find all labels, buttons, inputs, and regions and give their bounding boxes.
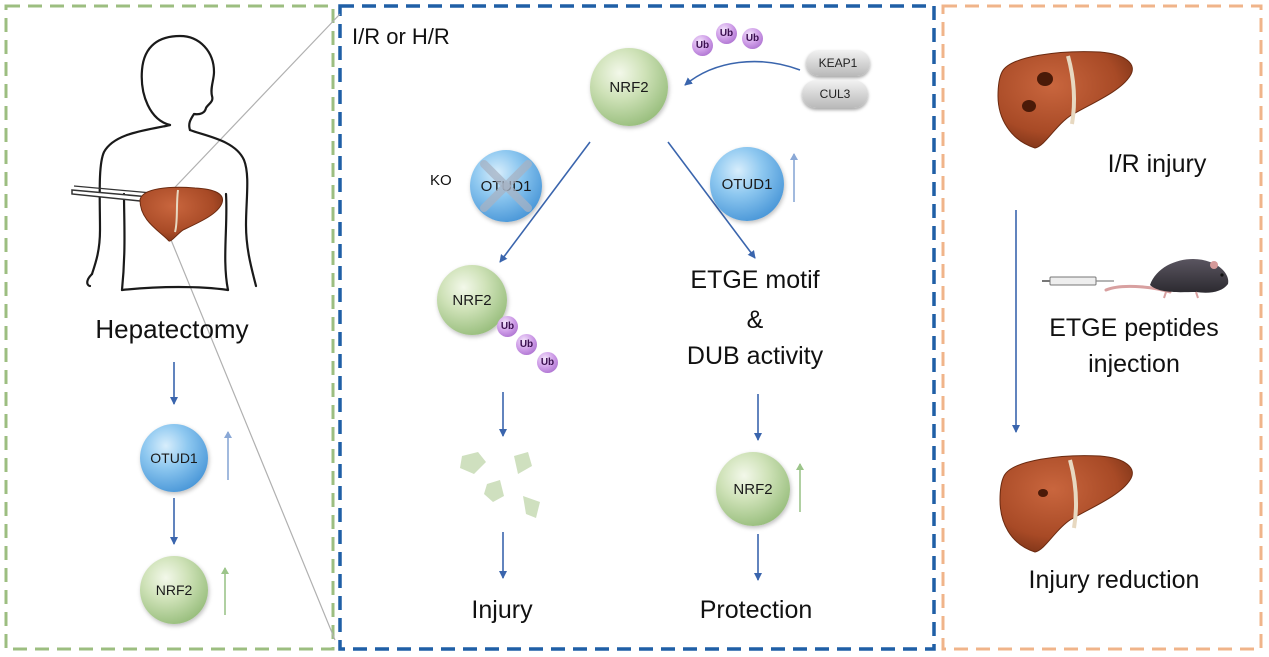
- liver-in-body: [139, 186, 224, 242]
- injury-outcome-label: Injury: [471, 596, 533, 624]
- dub-activity-label: DUB activity: [686, 342, 824, 370]
- arrow-nrf2-to-injury-branch: [499, 141, 591, 263]
- ub-chain-1: Ub: [497, 316, 518, 337]
- otud1-up-node: OTUD1: [710, 147, 784, 221]
- ub-chain-2: Ub: [516, 334, 537, 355]
- arrow-nrf2-to-protection-branch: [667, 141, 756, 259]
- injection-label: injection: [1088, 350, 1180, 378]
- nrf2-stable-node: NRF2: [716, 452, 790, 526]
- hepatectomy-label: Hepatectomy: [95, 314, 249, 344]
- liver-reduced-injury-icon: [999, 455, 1133, 553]
- knockout-cross-icon: [480, 160, 532, 212]
- ub-top-3: Ub: [742, 28, 763, 49]
- ko-label: KO: [430, 172, 452, 189]
- ub-top-1: Ub: [692, 35, 713, 56]
- nrf2-node-left: NRF2: [140, 556, 208, 624]
- cul3-protein: CUL3: [802, 80, 868, 108]
- keap1-ub-curved-arrow: [684, 60, 801, 86]
- nrf2-ubiquitinated-node: NRF2: [437, 265, 507, 335]
- right-panel-border: [941, 4, 1263, 651]
- condition-label: I/R or H/R: [352, 24, 450, 49]
- etge-motif-label: ETGE motif: [690, 266, 820, 294]
- injury-reduction-label: Injury reduction: [1028, 566, 1200, 594]
- degraded-fragments: [460, 452, 540, 518]
- rat-icon: [1104, 258, 1229, 299]
- protection-outcome-label: Protection: [699, 596, 813, 624]
- ampersand-label: &: [746, 306, 764, 334]
- nrf2-node-top: NRF2: [590, 48, 668, 126]
- etge-peptides-label: ETGE peptides: [1049, 314, 1219, 342]
- ub-top-2: Ub: [716, 23, 737, 44]
- ir-injury-label: I/R injury: [1107, 150, 1207, 178]
- human-outline: [86, 34, 258, 292]
- ub-chain-3: Ub: [537, 352, 558, 373]
- keap1-protein: KEAP1: [806, 50, 870, 76]
- middle-panel-border: [338, 4, 936, 651]
- otud1-node-left: OTUD1: [140, 424, 208, 492]
- left-panel-border: [4, 4, 335, 651]
- zoom-line-top: [159, 13, 341, 204]
- liver-injured-icon: [997, 51, 1133, 149]
- zoom-line-bottom: [159, 212, 336, 641]
- syringe-icon: [1042, 276, 1114, 286]
